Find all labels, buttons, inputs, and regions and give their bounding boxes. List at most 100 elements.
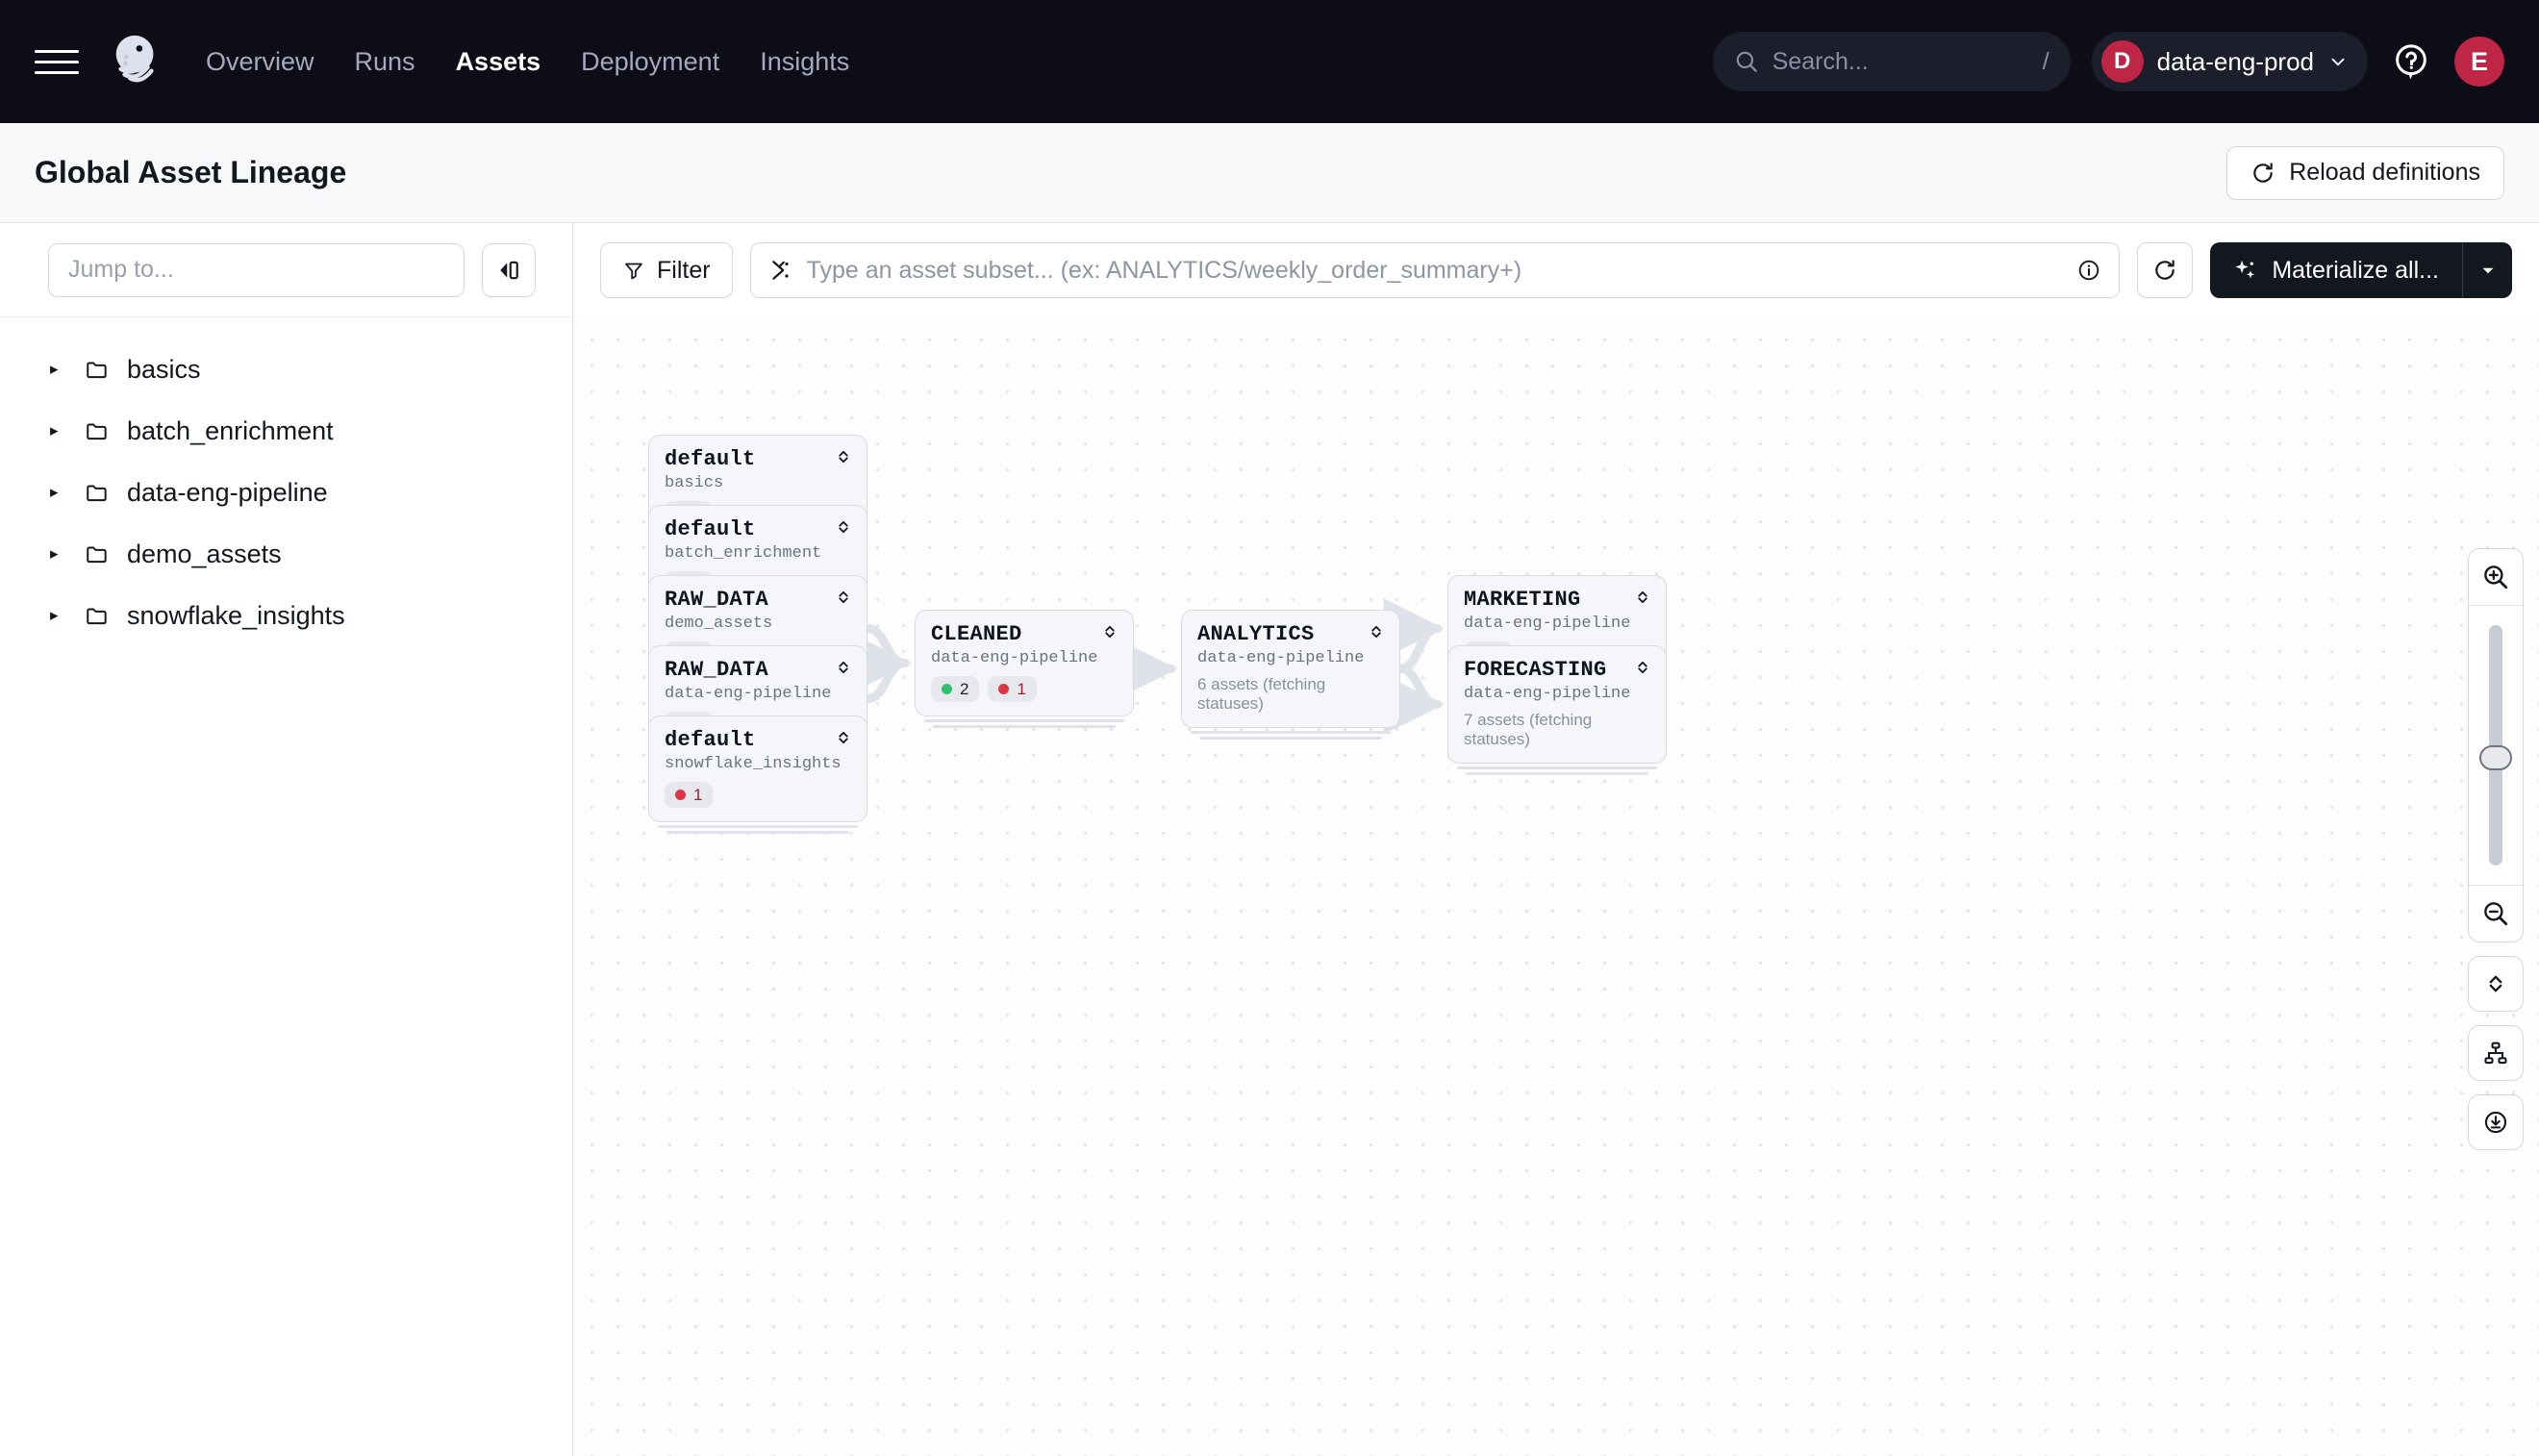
node-stack-layer bbox=[666, 831, 849, 834]
node-stack-layer bbox=[933, 725, 1116, 728]
expand-collapse-chevrons-icon[interactable] bbox=[1100, 622, 1119, 646]
nav-link-insights[interactable]: Insights bbox=[760, 46, 850, 76]
sidebar-item-snowflake-insights[interactable]: ▸ snowflake_insights bbox=[0, 585, 572, 646]
chevron-right-icon[interactable]: ▸ bbox=[50, 544, 59, 563]
status-dot-ok bbox=[942, 684, 952, 694]
chevron-right-icon[interactable]: ▸ bbox=[50, 483, 59, 501]
node-title: MARKETING bbox=[1464, 588, 1581, 612]
download-graph-button[interactable] bbox=[2468, 1094, 2524, 1150]
expand-collapse-all-button[interactable] bbox=[2468, 956, 2524, 1012]
lineage-graph-canvas[interactable]: defaultbasics3defaultbatch_enrichment2RA… bbox=[573, 317, 2539, 1456]
node-subtitle: data-eng-pipeline bbox=[931, 649, 1098, 667]
lineage-edge bbox=[1117, 638, 1178, 699]
page-title: Global Asset Lineage bbox=[35, 155, 347, 189]
caret-down-icon bbox=[2482, 267, 2493, 274]
node-subtitle: demo_assets bbox=[665, 615, 773, 633]
user-avatar[interactable]: E bbox=[2454, 37, 2504, 87]
nav-right-cluster: Search... / D data-eng-prod E bbox=[1712, 0, 2504, 123]
help-button[interactable] bbox=[2389, 39, 2433, 84]
node-title: default bbox=[665, 517, 756, 541]
deployment-selector[interactable]: D data-eng-prod bbox=[2091, 32, 2368, 91]
node-title: ANALYTICS bbox=[1197, 622, 1315, 646]
status-count: 2 bbox=[960, 679, 969, 698]
deployment-name: data-eng-prod bbox=[2156, 46, 2314, 76]
node-stack-layer bbox=[924, 719, 1124, 722]
collapse-sidebar-button[interactable] bbox=[482, 242, 536, 297]
status-chip-err[interactable]: 1 bbox=[665, 782, 714, 808]
page-body: ▸ basics ▸ batch_enrichment ▸ data-eng-p… bbox=[0, 223, 2539, 1456]
node-stack-layer bbox=[1457, 766, 1657, 769]
divider bbox=[2469, 885, 2523, 886]
filter-label: Filter bbox=[657, 256, 711, 284]
funnel-icon bbox=[625, 263, 642, 280]
status-chip-err[interactable]: 1 bbox=[988, 676, 1037, 702]
sparkle-icon bbox=[2235, 260, 2255, 279]
asset-subset-input[interactable]: Type an asset subset... (ex: ANALYTICS/w… bbox=[749, 242, 2121, 298]
sidebar-item-label: snowflake_insights bbox=[127, 600, 345, 630]
refresh-lineage-button[interactable] bbox=[2137, 242, 2194, 298]
asset-selection-icon bbox=[771, 261, 789, 280]
chevron-right-icon[interactable]: ▸ bbox=[50, 360, 59, 378]
nav-link-overview[interactable]: Overview bbox=[206, 46, 314, 76]
asset-subset-placeholder: Type an asset subset... (ex: ANALYTICS/w… bbox=[806, 256, 1522, 284]
hamburger-menu-icon[interactable] bbox=[35, 39, 79, 84]
lineage-edges bbox=[850, 598, 1445, 735]
expand-collapse-chevrons-icon[interactable] bbox=[834, 728, 853, 752]
status-chip-ok[interactable]: 2 bbox=[931, 676, 980, 702]
zoom-slider-knob[interactable] bbox=[2479, 745, 2512, 770]
node-subtitle: batch_enrichment bbox=[665, 544, 822, 563]
page-header: Global Asset Lineage Reload definitions bbox=[0, 123, 2539, 223]
sidebar-item-data-eng-pipeline[interactable]: ▸ data-eng-pipeline bbox=[0, 462, 572, 523]
sidebar-item-batch-enrichment[interactable]: ▸ batch_enrichment bbox=[0, 400, 572, 462]
zoom-in-button[interactable] bbox=[2469, 549, 2523, 605]
expand-collapse-chevrons-icon[interactable] bbox=[834, 658, 853, 682]
expand-collapse-chevrons-icon[interactable] bbox=[1367, 622, 1386, 646]
materialize-all-button-group[interactable]: Materialize all... bbox=[2210, 242, 2512, 298]
sidebar-item-demo-assets[interactable]: ▸ demo_assets bbox=[0, 523, 572, 585]
jump-to-input[interactable] bbox=[48, 242, 465, 297]
chevron-right-icon[interactable]: ▸ bbox=[50, 606, 59, 624]
nav-link-deployment[interactable]: Deployment bbox=[581, 46, 720, 76]
nav-link-runs[interactable]: Runs bbox=[354, 46, 415, 76]
expand-collapse-chevrons-icon[interactable] bbox=[1633, 658, 1652, 682]
materialize-dropdown-button[interactable] bbox=[2462, 242, 2512, 298]
dagster-logo-icon[interactable] bbox=[104, 29, 169, 94]
top-navigation-bar: Overview Runs Assets Deployment Insights… bbox=[0, 0, 2539, 123]
search-input[interactable]: Search... / bbox=[1712, 32, 2071, 91]
sidebar-item-label: demo_assets bbox=[127, 539, 282, 568]
lineage-main-panel: Filter Type an asset subset... (ex: ANAL… bbox=[573, 223, 2539, 1456]
graph-layout-button[interactable] bbox=[2468, 1025, 2524, 1081]
sidebar-jump-row bbox=[0, 223, 572, 317]
lineage-edge bbox=[850, 624, 912, 693]
refresh-icon bbox=[2253, 162, 2273, 183]
materialize-all-button[interactable]: Materialize all... bbox=[2210, 242, 2462, 298]
node-fetch-status: 6 assets (fetching statuses) bbox=[1197, 675, 1326, 713]
node-subtitle: data-eng-pipeline bbox=[1464, 615, 1631, 633]
expand-collapse-chevrons-icon[interactable] bbox=[834, 588, 853, 612]
expand-collapse-chevrons-icon[interactable] bbox=[834, 447, 853, 471]
chevron-right-icon[interactable]: ▸ bbox=[50, 421, 59, 439]
info-circle-icon[interactable] bbox=[2076, 258, 2101, 283]
reload-definitions-button[interactable]: Reload definitions bbox=[2226, 145, 2504, 200]
search-icon bbox=[1736, 51, 1757, 72]
sidebar-item-label: batch_enrichment bbox=[127, 415, 334, 445]
node-stack-layer bbox=[1466, 772, 1648, 775]
lineage-edge bbox=[850, 633, 912, 703]
chevron-down-icon bbox=[2331, 58, 2345, 66]
zoom-out-button[interactable] bbox=[2469, 886, 2523, 941]
expand-collapse-chevrons-icon bbox=[2489, 975, 2502, 992]
asset-group-tree: ▸ basics ▸ batch_enrichment ▸ data-eng-p… bbox=[0, 317, 572, 646]
sidebar-item-basics[interactable]: ▸ basics bbox=[0, 339, 572, 400]
zoom-slider[interactable] bbox=[2469, 606, 2523, 885]
filter-button[interactable]: Filter bbox=[600, 242, 733, 298]
node-subtitle: snowflake_insights bbox=[665, 755, 842, 773]
node-status-chips: 1 bbox=[665, 782, 851, 808]
expand-collapse-chevrons-icon[interactable] bbox=[1633, 588, 1652, 612]
expand-collapse-chevrons-icon[interactable] bbox=[834, 517, 853, 541]
search-shortcut-hint: / bbox=[2042, 47, 2049, 75]
nav-link-assets[interactable]: Assets bbox=[455, 46, 541, 76]
